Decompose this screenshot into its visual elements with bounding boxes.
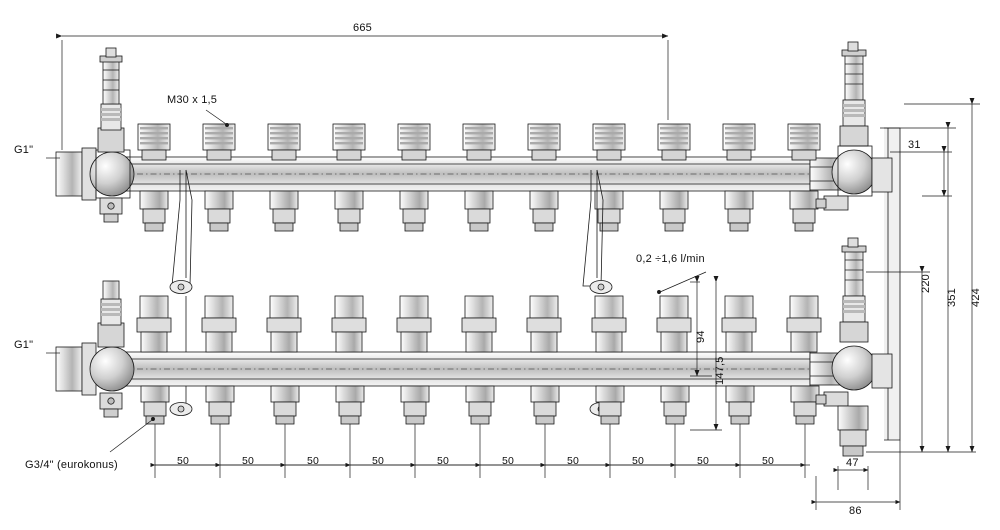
dim-total-height: 147,5 (714, 356, 726, 385)
bottom-flowmeter-heads (136, 295, 822, 425)
pitch-label-4: 50 (372, 455, 385, 467)
pitch-label-10: 50 (762, 455, 775, 467)
dim-center-distance: 94 (695, 330, 707, 343)
pitch-label-2: 50 (242, 455, 255, 467)
pitch-label-5: 50 (437, 455, 450, 467)
dim-side-31: 31 (908, 139, 921, 151)
dim-side-351: 351 (946, 288, 958, 307)
callout-thread-bottom: G1" (14, 339, 34, 351)
top-left-end-fitting (55, 47, 135, 223)
dim-overall-length: 665 (353, 22, 372, 34)
callout-outlet-thread: G3/4" (eurokonus) (25, 459, 118, 471)
pitch-label-7: 50 (567, 455, 580, 467)
callout-valve-thread: M30 x 1,5 (167, 94, 218, 106)
dim-side-47: 47 (846, 457, 859, 469)
side-view (815, 41, 901, 457)
pitch-label-6: 50 (502, 455, 515, 467)
dim-side-424: 424 (970, 288, 982, 307)
bottom-left-end-fitting (55, 280, 135, 418)
pitch-label-1: 50 (177, 455, 190, 467)
dimensions-layer (46, 33, 980, 510)
pitch-label-8: 50 (632, 455, 645, 467)
callout-thread-top: G1" (14, 144, 34, 156)
pitch-label-9: 50 (697, 455, 710, 467)
top-manifold-bar (109, 156, 811, 192)
dim-side-220: 220 (920, 274, 932, 293)
pitch-label-3: 50 (307, 455, 320, 467)
callout-flow-range: 0,2 ÷1,6 l/min (636, 253, 705, 265)
bottom-manifold-bar (109, 351, 811, 387)
dim-side-86: 86 (849, 505, 862, 517)
